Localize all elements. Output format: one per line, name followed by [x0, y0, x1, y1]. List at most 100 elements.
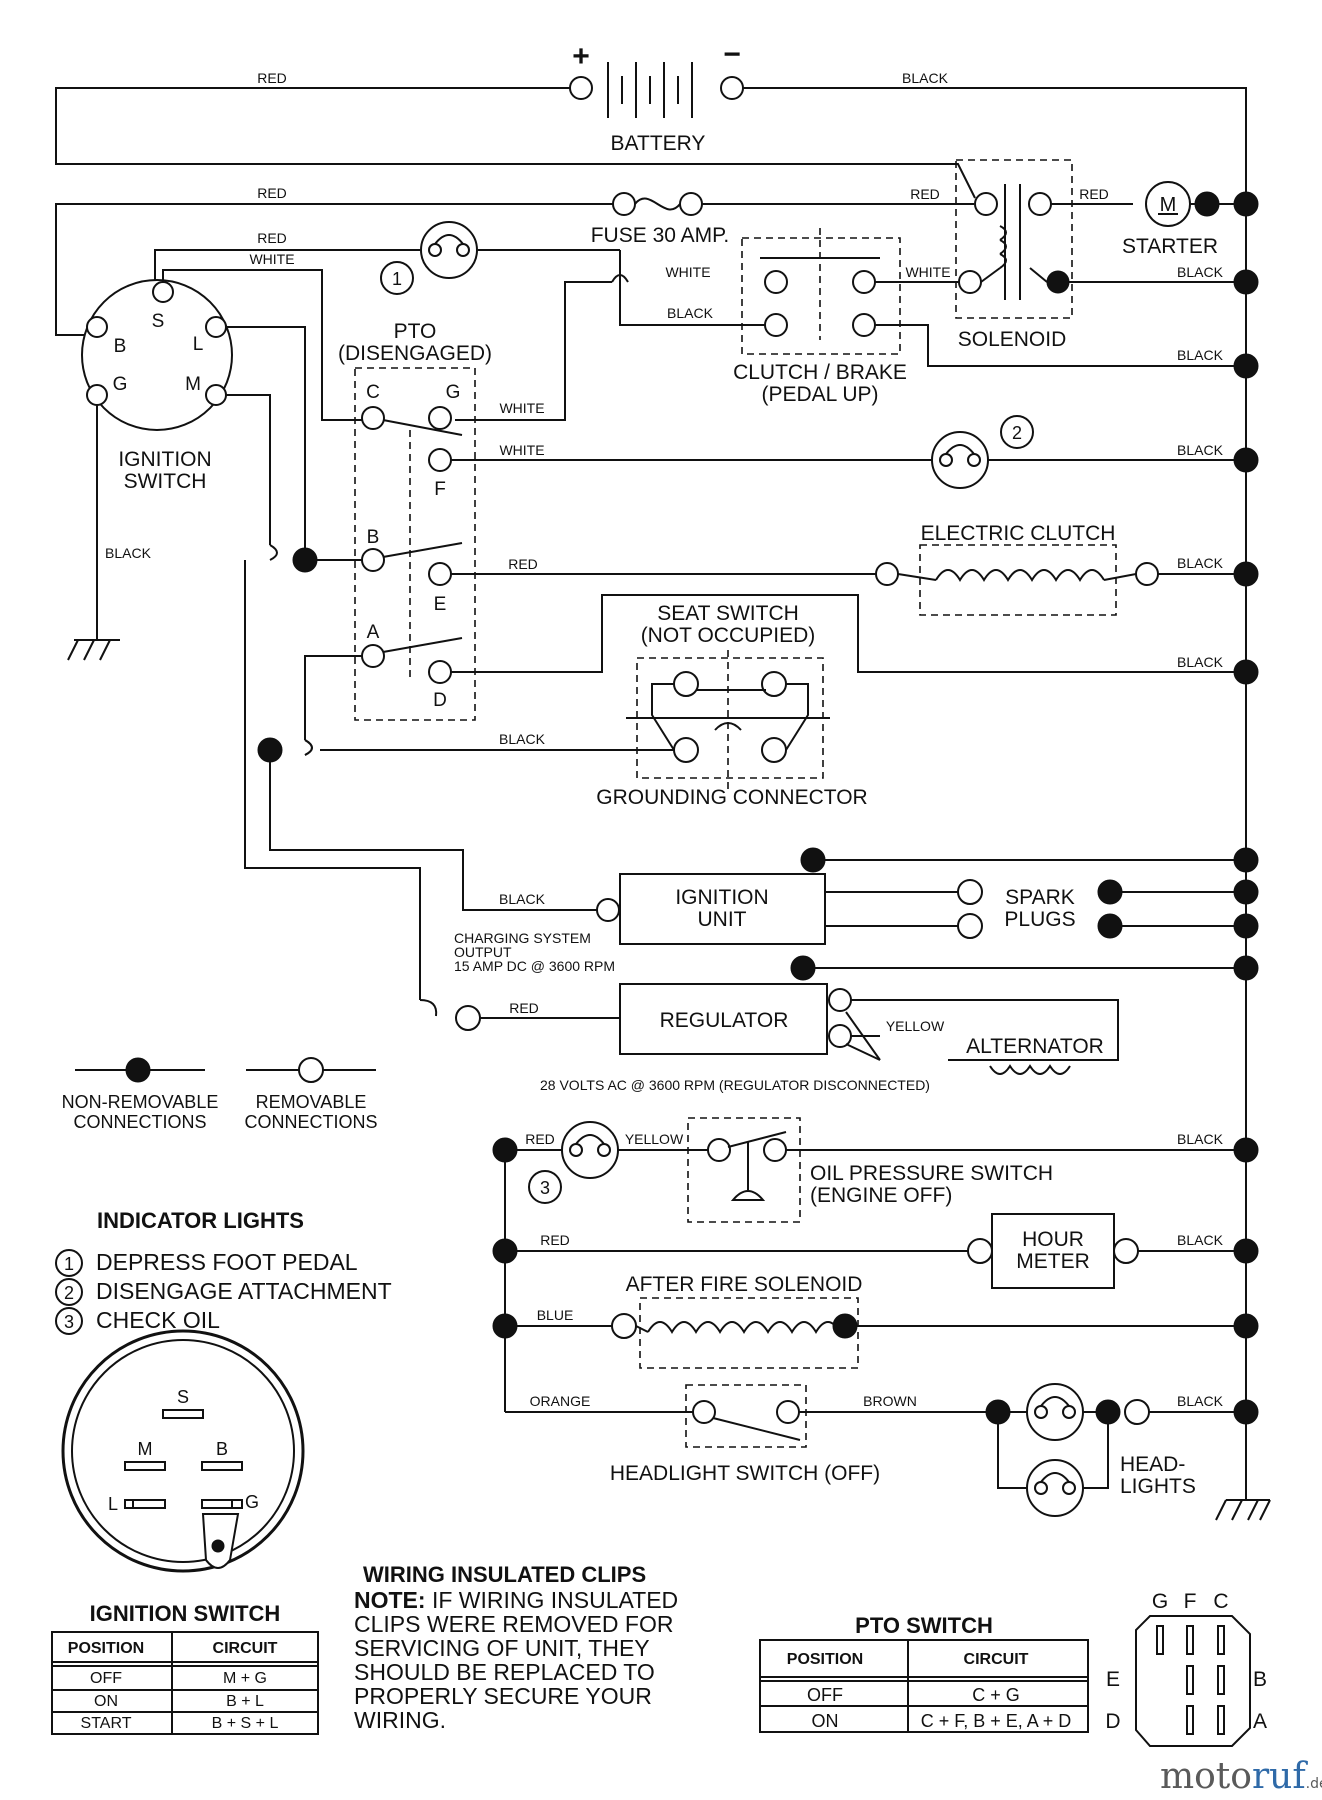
seat-switch: SEAT SWITCH (NOT OCCUPIED) GROUNDING CON… [596, 602, 867, 809]
pto-switch-face: G F C E B D A [1105, 1590, 1267, 1747]
alternator-note: 28 VOLTS AC @ 3600 RPM (REGULATOR DISCON… [540, 1077, 930, 1093]
svg-text:NOTE: IF WIRING INSULATED: NOTE: IF WIRING INSULATED [354, 1587, 678, 1613]
wire-label-red: RED [509, 1000, 539, 1016]
wire-label-red: RED [257, 185, 287, 201]
ignition-table-header: POSITION [68, 1640, 144, 1657]
wire-label-brown: BROWN [863, 1393, 917, 1409]
electric-clutch-label: ELECTRIC CLUTCH [921, 522, 1116, 545]
wire-label-black: BLACK [1177, 442, 1224, 458]
wire-label-black: BLACK [667, 305, 714, 321]
wire-label-red: RED [257, 70, 287, 86]
headlights-sublabel: LIGHTS [1120, 1475, 1196, 1498]
regulator: REGULATOR [619, 955, 852, 1055]
regulator-label: REGULATOR [660, 1009, 789, 1032]
alternator-label: ALTERNATOR [966, 1035, 1104, 1058]
ignition-terminal-m: M [185, 374, 201, 395]
pto-face-g: G [1152, 1590, 1168, 1613]
ignition-face-l: L [108, 1494, 118, 1514]
pto-table-header: CIRCUIT [964, 1651, 1029, 1668]
pto-face-d: D [1105, 1710, 1120, 1733]
wire-label-red: RED [910, 186, 940, 202]
wire-label-red: RED [525, 1131, 555, 1147]
solenoid: SOLENOID [955, 159, 1073, 351]
seat-switch-label: SEAT SWITCH [657, 602, 799, 625]
wire-label-black: BLACK [1177, 654, 1224, 670]
pto-switch-table: PTO SWITCH POSITION CIRCUIT OFF C + G ON… [759, 1613, 1089, 1733]
wire-label-black: BLACK [105, 545, 152, 561]
pto-terminal-d: D [433, 690, 447, 711]
oil-pressure-label: OIL PRESSURE SWITCH [810, 1162, 1053, 1185]
indicator-number-1: 1 [392, 269, 402, 289]
battery: + − BATTERY [569, 38, 744, 155]
clips-note-line: SERVICING OF UNIT, THEY [354, 1635, 650, 1661]
wire-label-white: WHITE [905, 264, 950, 280]
wire-label-white: WHITE [665, 264, 710, 280]
ignition-terminal-l: L [193, 334, 204, 355]
motoruf-logo: motoruf.de [1160, 1756, 1322, 1797]
indicator-lamp-2: 2 [931, 415, 1034, 489]
ignition-terminal-g: G [113, 374, 128, 395]
ignition-switch-label: IGNITION [118, 448, 211, 471]
legend-non-removable-sublabel: CONNECTIONS [73, 1112, 206, 1132]
wire-label-yellow: YELLOW [886, 1018, 945, 1034]
wire-label-black: BLACK [499, 731, 546, 747]
ignition-switch-face: S M B L G [61, 1329, 305, 1573]
wiring-clips-note: WIRING INSULATED CLIPS NOTE: IF WIRING I… [354, 1562, 678, 1733]
ignition-table-cell: START [81, 1715, 132, 1732]
clips-note-line: WIRING. [354, 1707, 446, 1733]
ignition-table-cell: B + S + L [212, 1715, 279, 1732]
indicator-item-number: 2 [64, 1283, 74, 1303]
connection-legend: NON-REMOVABLE CONNECTIONS REMOVABLE CONN… [62, 1057, 378, 1132]
starter: M STARTER [1122, 181, 1259, 258]
hour-meter: HOUR METER [967, 1213, 1139, 1289]
alternator: ALTERNATOR 28 VOLTS AC @ 3600 RPM (REGUL… [540, 999, 1119, 1093]
ignition-face-s: S [177, 1387, 189, 1407]
wire-label-black: BLACK [499, 891, 546, 907]
starter-label: STARTER [1122, 235, 1218, 258]
battery-minus-sign: − [723, 38, 741, 71]
after-fire-solenoid: AFTER FIRE SOLENOID [611, 1273, 863, 1369]
clutch-brake-switch: CLUTCH / BRAKE (PEDAL UP) [733, 228, 907, 406]
ignition-table-cell: OFF [90, 1670, 122, 1687]
starter-motor-letter: M [1160, 194, 1177, 216]
ignition-face-m: M [138, 1439, 153, 1459]
electric-clutch: ELECTRIC CLUTCH [875, 522, 1159, 616]
wire-label-blue: BLUE [537, 1307, 574, 1323]
charging-output-sublabel: OUTPUT [454, 944, 512, 960]
oil-pressure-sublabel: (ENGINE OFF) [810, 1184, 952, 1207]
pto-face-f: F [1184, 1590, 1197, 1613]
pto-table-title: PTO SWITCH [855, 1613, 993, 1638]
charging-output-rating: 15 AMP DC @ 3600 RPM [454, 958, 615, 974]
wire-label-black: BLACK [1177, 1232, 1224, 1248]
ignition-switch-table: IGNITION SWITCH POSITION CIRCUIT OFF M +… [51, 1601, 319, 1735]
wire-label-red: RED [540, 1232, 570, 1248]
clips-note-line: PROPERLY SECURE YOUR [354, 1683, 652, 1709]
ignition-table-header: CIRCUIT [213, 1640, 278, 1657]
wire-label-black: BLACK [1177, 264, 1224, 280]
pto-table-cell: C + G [972, 1685, 1020, 1705]
pto-face-c: C [1213, 1590, 1228, 1613]
after-fire-solenoid-label: AFTER FIRE SOLENOID [626, 1273, 863, 1296]
headlights-label: HEAD- [1120, 1453, 1185, 1476]
indicator-lights-title: INDICATOR LIGHTS [97, 1208, 304, 1233]
wire-label-black: BLACK [1177, 555, 1224, 571]
ignition-face-g: G [245, 1492, 259, 1512]
pto-label: PTO [394, 320, 437, 343]
pto-terminal-e: E [434, 594, 447, 615]
ignition-unit: IGNITION UNIT [596, 847, 826, 945]
battery-label: BATTERY [611, 132, 706, 155]
ignition-switch-diagram: S B L G M IGNITION SWITCH [81, 279, 233, 493]
indicator-number-3: 3 [540, 1178, 550, 1198]
legend-removable-label: REMOVABLE [256, 1092, 367, 1112]
ignition-unit-label: IGNITION [675, 886, 768, 909]
clips-note-line: IF WIRING INSULATED [426, 1587, 679, 1613]
clips-note-label: NOTE: [354, 1587, 426, 1613]
headlight-switch-label: HEADLIGHT SWITCH (OFF) [610, 1462, 880, 1485]
clips-note-title: WIRING INSULATED CLIPS [363, 1562, 646, 1587]
clutch-brake-sublabel: (PEDAL UP) [761, 383, 878, 406]
indicator-item-number: 1 [64, 1254, 74, 1274]
grounding-connector-label: GROUNDING CONNECTOR [596, 786, 867, 809]
wire-label-black: BLACK [902, 70, 949, 86]
solenoid-label: SOLENOID [958, 328, 1067, 351]
